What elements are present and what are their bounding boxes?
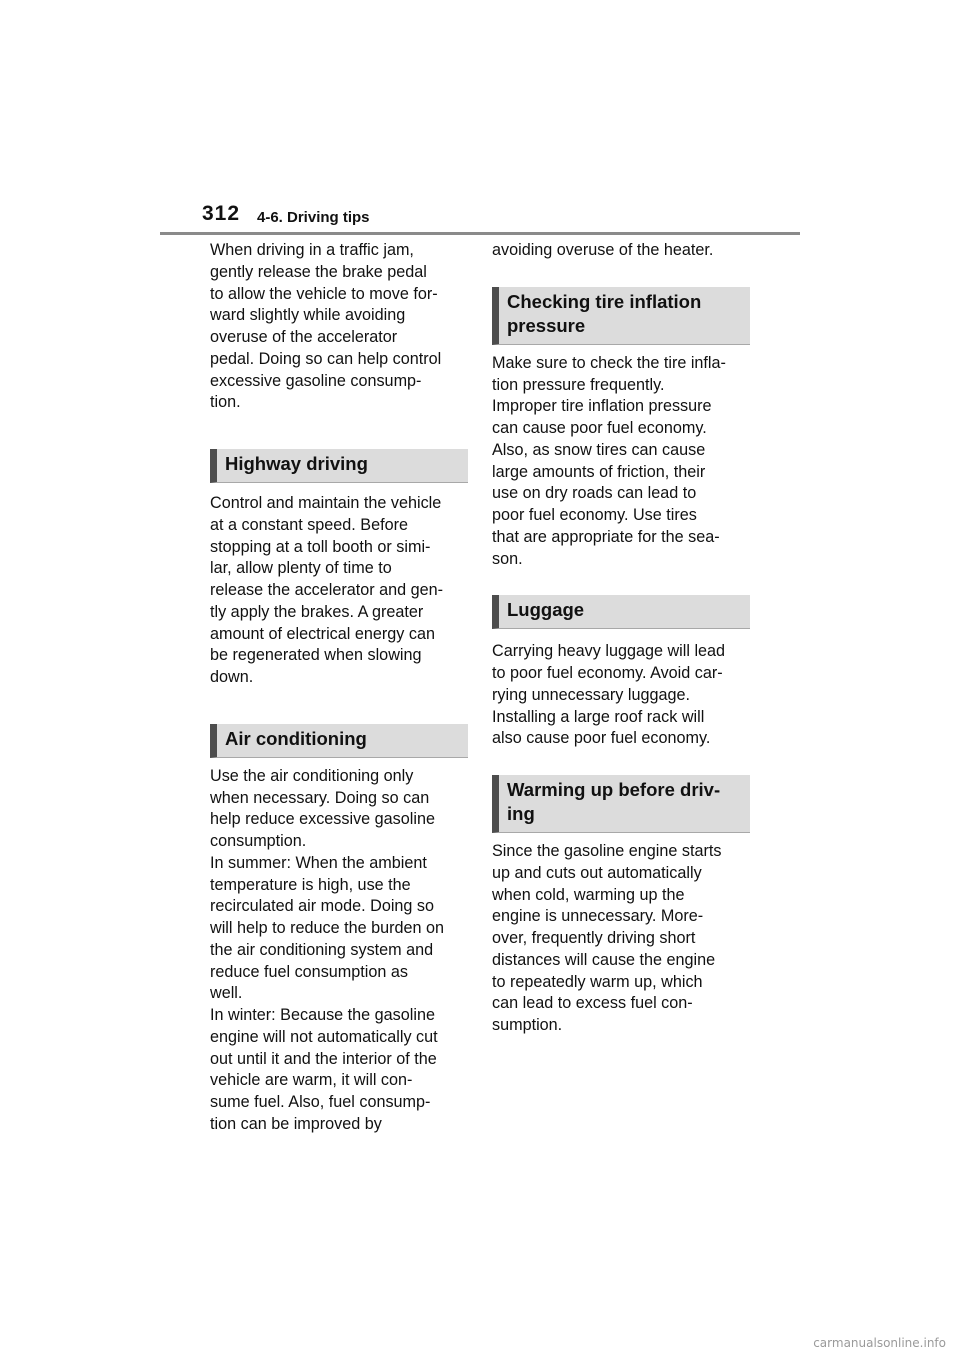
luggage-paragraph: Carrying heavy luggage will lead to poor… xyxy=(492,642,726,748)
page-header: 312 4-6. Driving tips xyxy=(160,198,800,236)
header-divider xyxy=(160,232,800,235)
tire-inflation-paragraph: Make sure to check the tire infla- tion … xyxy=(492,353,726,568)
watermark: carmanualsonline.info xyxy=(813,1336,946,1350)
highway-paragraph: Control and maintain the vehicle at a co… xyxy=(210,494,444,686)
heading-tire-inflation: Checking tire inflation pressure xyxy=(492,286,750,345)
heading-warming-up: Warming up before driv- ing xyxy=(492,775,750,833)
heading-luggage: Luggage xyxy=(492,595,750,630)
left-column: When driving in a traffic jam, gently re… xyxy=(210,240,470,1136)
continued-paragraph: avoiding overuse of the heater. xyxy=(492,241,714,259)
warming-up-paragraph: Since the gasoline engine starts up and … xyxy=(492,842,722,1034)
page-number: 312 xyxy=(202,202,241,225)
intro-paragraph: When driving in a traffic jam, gently re… xyxy=(210,241,442,412)
right-column: avoiding overuse of the heater. Checking… xyxy=(492,240,752,1037)
heading-air-conditioning: Air conditioning xyxy=(210,723,468,758)
section-title: 4-6. Driving tips xyxy=(257,209,370,226)
heading-highway-driving: Highway driving xyxy=(210,449,468,483)
air-conditioning-paragraph: Use the air conditioning only when neces… xyxy=(210,766,444,1133)
